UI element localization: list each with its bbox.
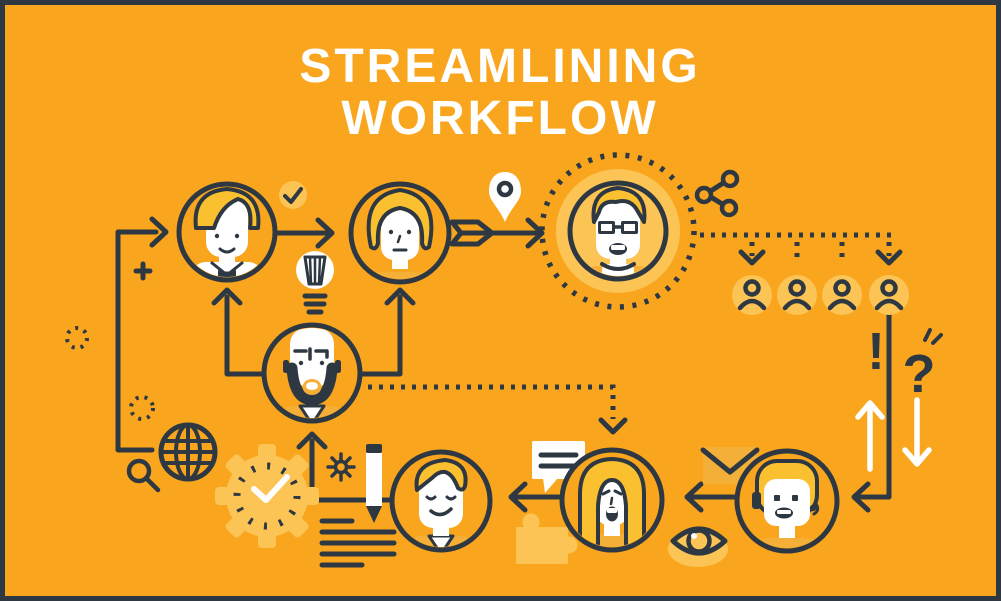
eye-icon — [668, 526, 728, 567]
person-man-headset — [734, 448, 840, 554]
branch-up-left-head — [211, 287, 243, 306]
location-pin-icon — [489, 172, 521, 222]
white-down-arrow-icon — [902, 397, 932, 467]
left-loop-arrowhead — [149, 216, 169, 248]
person-bald-man-beard — [261, 322, 363, 424]
puzzle-piece-icon — [516, 513, 578, 564]
branch-up-right-head — [384, 287, 416, 306]
person-man-glasses-highlighted — [556, 169, 680, 293]
connectors — [115, 152, 903, 513]
team-member-icon — [732, 275, 772, 315]
dotted-ring — [539, 152, 697, 310]
headset-earpiece — [752, 492, 761, 509]
pencil-icon — [366, 444, 382, 523]
team-member-icon — [869, 275, 909, 315]
arrow-p1-p2-head — [315, 217, 335, 249]
arrow-p6-p5-head — [508, 481, 528, 513]
dotted-circle-icon — [129, 395, 155, 421]
dotted-mid-head — [598, 417, 628, 435]
lightbulb-icon — [296, 251, 334, 315]
exclamation-mark-icon: ! — [867, 323, 884, 381]
headset-mic — [812, 502, 820, 516]
branch-up-left — [224, 294, 267, 377]
note-lines-icon — [319, 518, 397, 568]
dotted-circle-icon — [65, 326, 89, 350]
share-icon — [694, 169, 740, 218]
fletched-arrow-feather — [449, 219, 495, 247]
plus-icon — [133, 261, 153, 281]
team-member-icon — [777, 275, 817, 315]
person-woman-long-hair — [559, 447, 665, 553]
title-line2: WORKFLOW — [341, 92, 658, 145]
title: STREAMLINING WORKFLOW — [299, 40, 700, 145]
magnifier-icon — [126, 458, 161, 493]
team-member-icon — [822, 275, 862, 315]
check-badge-icon — [279, 181, 307, 209]
question-mark-icon: ? — [903, 344, 936, 404]
title-line1: STREAMLINING — [299, 40, 700, 93]
globe-icon — [158, 422, 218, 482]
dotted-mid-line — [368, 384, 616, 419]
clock-ticks — [233, 462, 301, 530]
dotted-drop-1-head — [738, 249, 766, 266]
person-man-side-swept-hair — [176, 181, 278, 283]
team-to-p7-head — [851, 481, 871, 513]
small-gear-icon — [326, 452, 356, 482]
clock-hands — [251, 474, 290, 503]
arrow-p7-p6-head — [684, 481, 704, 513]
left-loop-path — [115, 229, 159, 453]
dotted-drop-4-head — [875, 249, 903, 266]
branch-up-right — [357, 294, 403, 377]
person-woman-bob-hair — [348, 181, 452, 285]
spark-lines — [923, 328, 943, 345]
gear-clock-icon — [215, 444, 319, 548]
line-p5-to-p4-head — [296, 431, 328, 450]
team-to-p7-path — [853, 312, 892, 500]
white-up-arrow-icon — [855, 400, 885, 472]
fletched-arrow-head — [525, 217, 545, 249]
person-man-swoosh-hair — [389, 449, 493, 553]
team-members-row — [732, 275, 909, 315]
decor-icons: ! ? — [65, 169, 943, 568]
